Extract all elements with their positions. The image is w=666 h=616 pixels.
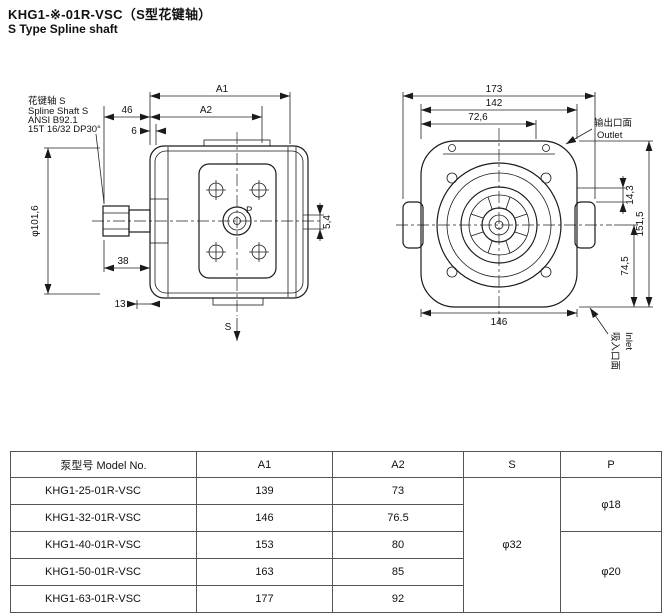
dim-72-6: 72,6 <box>468 112 488 123</box>
header-model: 泵型号 Model No. <box>10 451 197 478</box>
p-value-large-cell: φ20 <box>560 531 662 613</box>
header-s: S <box>463 451 561 478</box>
dim-142: 142 <box>486 98 503 109</box>
a2-cell: 85 <box>332 558 464 586</box>
dim-173: 173 <box>486 84 503 95</box>
model-cell: KHG1-40-01R-VSC <box>10 531 197 559</box>
dim-a1: A1 <box>216 84 229 95</box>
page-subtitle: S Type Spline shaft <box>8 22 118 36</box>
dim-a2: A2 <box>200 105 213 116</box>
header-a2: A2 <box>332 451 464 478</box>
a1-cell: 139 <box>196 477 333 505</box>
spline-note-en: Spline Shaft S <box>28 106 88 117</box>
dim-6: 6 <box>131 126 137 137</box>
a2-cell: 80 <box>332 531 464 559</box>
front-view-drawing: 173 142 72,6 输出口面 Outlet 14,3 <box>396 84 653 370</box>
header-p: P <box>560 451 662 478</box>
spline-note-ansi: ANSI B92.1 <box>28 115 78 126</box>
dim-13: 13 <box>114 299 126 310</box>
dim-dia101-6: φ101,6 <box>30 205 41 237</box>
a1-cell: 146 <box>196 504 333 532</box>
table-header-row: 泵型号 Model No. A1 A2 S P <box>10 451 662 478</box>
model-cell: KHG1-50-01R-VSC <box>10 558 197 586</box>
dim-5-4: 5,4 <box>322 215 333 229</box>
a2-cell: 76.5 <box>332 504 464 532</box>
a2-cell: 73 <box>332 477 464 505</box>
header-a1: A1 <box>196 451 333 478</box>
spline-note-teeth: 15T 16/32 DP30° <box>28 124 101 135</box>
inlet-label-en: Inlet <box>623 332 634 350</box>
outlet-label-en: Outlet <box>597 130 623 141</box>
page-title: KHG1-※-01R-VSC（S型花键轴） <box>8 7 212 22</box>
a1-cell: 163 <box>196 558 333 586</box>
dim-74-5: 74,5 <box>620 256 631 276</box>
model-cell: KHG1-32-01R-VSC <box>10 504 197 532</box>
dim-38: 38 <box>117 256 129 267</box>
dim-46: 46 <box>121 105 133 116</box>
model-cell: KHG1-63-01R-VSC <box>10 585 197 613</box>
dimension-table: 泵型号 Model No. A1 A2 S P KHG1-25-01R-VSC … <box>10 451 662 613</box>
a1-cell: 177 <box>196 585 333 613</box>
table-row: KHG1-40-01R-VSC 153 80 φ20 <box>10 531 662 613</box>
dim-151-5: 151,5 <box>635 211 646 236</box>
table-row: KHG1-63-01R-VSC 177 92 <box>10 585 662 613</box>
port-p-label: P <box>246 205 252 216</box>
model-cell: KHG1-25-01R-VSC <box>10 477 197 505</box>
dim-146: 146 <box>491 317 508 328</box>
s-value-cell: φ32 <box>463 477 561 613</box>
inlet-label-cn: 吸入口面 <box>609 332 620 370</box>
a1-cell: 153 <box>196 531 333 559</box>
spline-note-cn: 花键轴 S <box>28 95 65 107</box>
section-s-label: S <box>225 322 232 333</box>
p-value-small-cell: φ18 <box>560 477 662 532</box>
outlet-label-cn: 输出口面 <box>594 117 632 129</box>
a2-cell: 92 <box>332 585 464 613</box>
dim-14-3: 14,3 <box>625 185 636 205</box>
side-view-drawing: A1 46 A2 6 φ101,6 38 <box>28 84 333 341</box>
table-row: KHG1-25-01R-VSC 139 73 φ32 φ18 <box>10 477 662 613</box>
